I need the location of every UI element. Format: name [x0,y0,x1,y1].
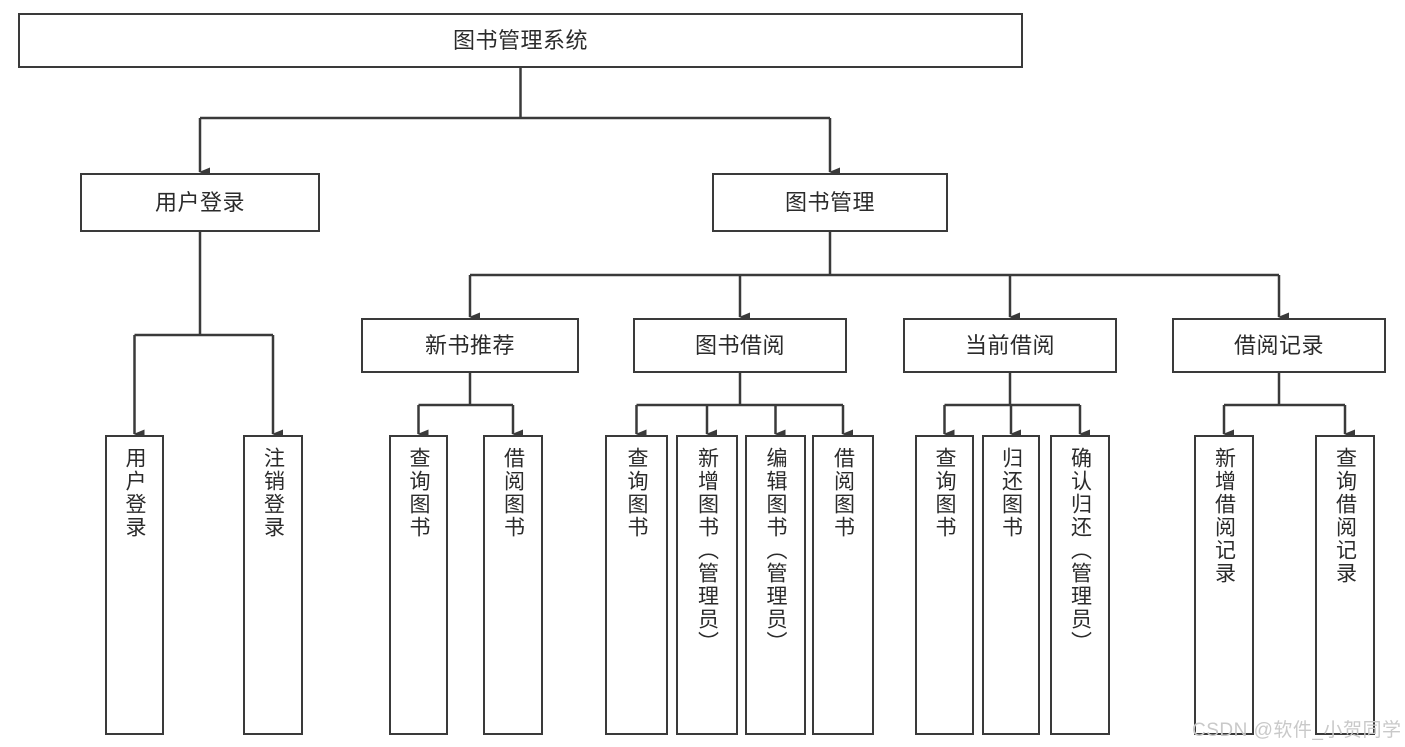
node-label: 查询借阅记录 [1333,447,1357,585]
node-label: 注销登录 [261,447,285,539]
node-label: 借阅记录 [1233,332,1324,358]
node-l-login-2[interactable]: 注销登录 [243,435,303,735]
node-label: 新增图书（管理员） [695,447,719,654]
node-l-bor-4[interactable]: 借阅图书 [812,435,874,735]
node-label: 图书管理系统 [452,27,588,53]
node-label: 确认归还（管理员） [1068,447,1092,654]
node-label: 当前借阅 [964,332,1055,358]
node-l-bor-2[interactable]: 新增图书（管理员） [676,435,738,735]
node-label: 新书推荐 [424,332,515,358]
node-n-newbook[interactable]: 新书推荐 [361,318,579,373]
node-label: 查询图书 [933,447,956,539]
node-label: 编辑图书（管理员） [764,447,787,654]
node-l-cur-1[interactable]: 查询图书 [915,435,974,735]
node-root[interactable]: 图书管理系统 [18,13,1023,68]
node-n-login[interactable]: 用户登录 [80,173,320,232]
node-n-bookmgmt[interactable]: 图书管理 [712,173,948,232]
node-l-cur-3[interactable]: 确认归还（管理员） [1050,435,1110,735]
node-l-rec-2[interactable]: 查询借阅记录 [1315,435,1375,735]
node-l-rec-1[interactable]: 新增借阅记录 [1194,435,1254,735]
node-l-new-2[interactable]: 借阅图书 [483,435,543,735]
node-l-bor-1[interactable]: 查询图书 [605,435,668,735]
node-label: 借阅图书 [831,447,855,539]
node-label: 图书借阅 [694,332,785,358]
node-label: 新增借阅记录 [1212,447,1236,585]
node-label: 借阅图书 [501,447,525,539]
node-label: 查询图书 [625,447,648,539]
node-l-cur-2[interactable]: 归还图书 [982,435,1040,735]
node-n-borrow[interactable]: 图书借阅 [633,318,847,373]
node-label: 用户登录 [154,189,245,215]
node-n-records[interactable]: 借阅记录 [1172,318,1386,373]
node-label: 图书管理 [784,189,875,215]
node-label: 归还图书 [999,447,1023,539]
node-label: 用户登录 [123,447,146,539]
node-l-new-1[interactable]: 查询图书 [389,435,448,735]
node-label: 查询图书 [407,447,430,539]
node-l-bor-3[interactable]: 编辑图书（管理员） [745,435,806,735]
node-l-login-1[interactable]: 用户登录 [105,435,164,735]
node-n-current[interactable]: 当前借阅 [903,318,1117,373]
connector-lines [133,68,1355,439]
